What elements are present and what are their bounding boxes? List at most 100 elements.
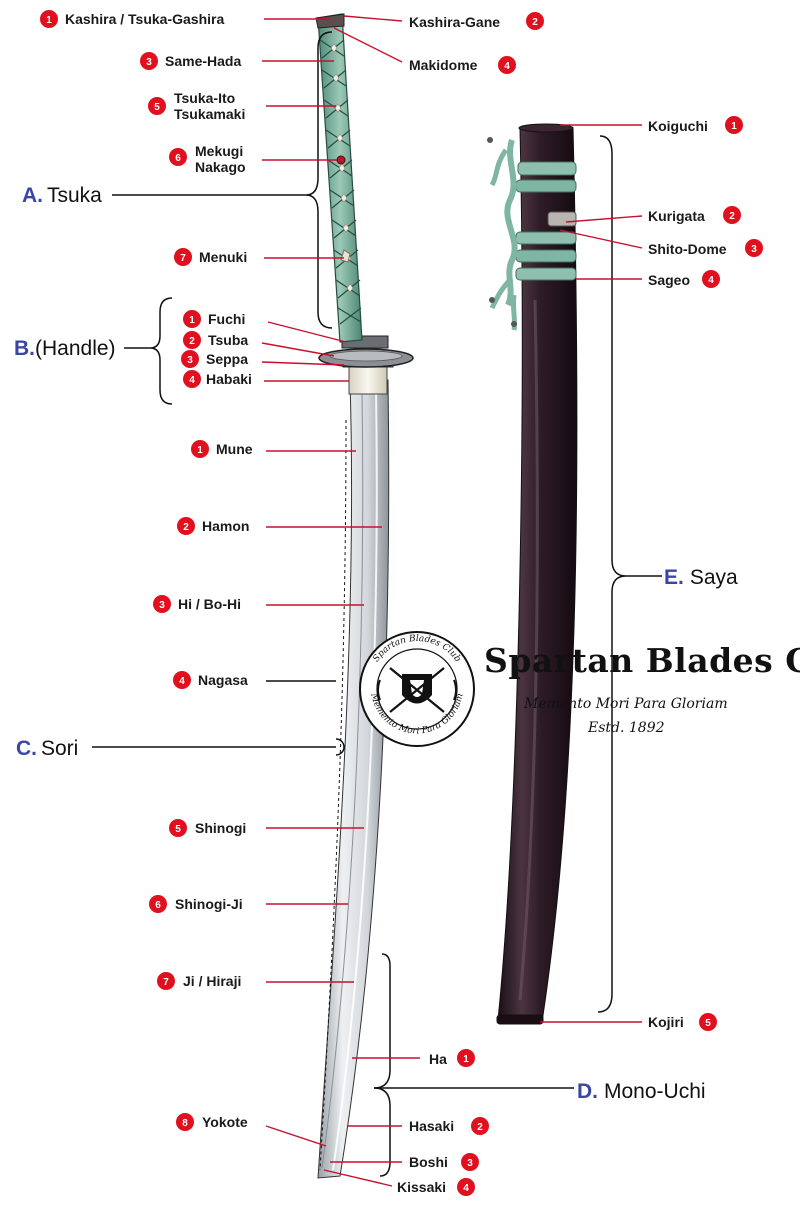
- svg-text:2: 2: [729, 211, 735, 222]
- svg-text:2: 2: [532, 17, 538, 28]
- callout-tsuka-ito: Tsuka-Ito: [174, 90, 235, 106]
- callout-ji-hiraji: Ji / Hiraji: [183, 973, 241, 989]
- callout-makidome: Makidome: [409, 57, 478, 73]
- svg-text:2: 2: [477, 1122, 483, 1133]
- section-brackets: [92, 31, 662, 1177]
- svg-text:1: 1: [189, 315, 195, 326]
- svg-text:1: 1: [731, 121, 737, 132]
- spartan-emblem: Spartan Blades Club Memento Mori Para Gl…: [359, 631, 475, 747]
- callout-hamon: Hamon: [202, 518, 249, 534]
- callout-nakago: Nakago: [195, 159, 246, 175]
- callout-same-hada: Same-Hada: [165, 53, 241, 69]
- callout-mekugi: Mekugi: [195, 143, 243, 159]
- callout-badge: [702, 270, 720, 288]
- svg-text:6: 6: [155, 900, 161, 911]
- svg-text:5: 5: [154, 102, 160, 113]
- blade-callouts: 1 Mune 2 Hamon 3 Hi / Bo-Hi 4 Nagasa 5 S…: [149, 440, 382, 1147]
- callout-kissaki: Kissaki: [397, 1179, 446, 1195]
- svg-text:1: 1: [46, 15, 52, 26]
- callout-badge: [176, 1113, 194, 1131]
- callout-badge: [526, 12, 544, 30]
- section-b-title: B.(Handle): [14, 337, 116, 360]
- callout-badge: [183, 370, 201, 388]
- svg-text:8: 8: [182, 1118, 188, 1129]
- sori-marker: [335, 738, 345, 756]
- section-d-title: D.Mono-Uchi: [577, 1080, 706, 1103]
- svg-text:2: 2: [189, 336, 195, 347]
- svg-text:2: 2: [183, 522, 189, 533]
- brand-watermark: Spartan Blades Club Memento Mori Para Gl…: [359, 631, 800, 747]
- svg-text:4: 4: [179, 676, 185, 687]
- katana-illustration: [315, 13, 414, 1179]
- kashira-cap: [315, 13, 345, 29]
- callout-badge: [140, 52, 158, 70]
- callout-badge: [174, 248, 192, 266]
- saya-bracket: [597, 135, 627, 1013]
- callout-nagasa: Nagasa: [198, 672, 248, 688]
- svg-text:4: 4: [463, 1183, 469, 1194]
- callout-badge: [745, 239, 763, 257]
- callout-badge: [457, 1178, 475, 1196]
- svg-text:3: 3: [146, 57, 152, 68]
- callout-mune: Mune: [216, 441, 253, 457]
- svg-text:4: 4: [189, 375, 195, 386]
- callout-badge: [148, 97, 166, 115]
- svg-text:5: 5: [175, 824, 181, 835]
- callout-kojiri: Kojiri: [648, 1014, 684, 1030]
- callout-badge: [183, 310, 201, 328]
- callout-badge: [153, 595, 171, 613]
- brand-motto: Memento Mori Para Gloriam: [523, 696, 728, 712]
- section-c-title: C.Sori: [16, 737, 78, 760]
- callout-badge: [157, 972, 175, 990]
- callout-badge: [177, 517, 195, 535]
- callout-kurigata: Kurigata: [648, 208, 705, 224]
- saya-callouts: Koiguchi 1 Kurigata 2 Shito-Dome 3 Sageo…: [540, 116, 763, 1031]
- callout-badge: [173, 671, 191, 689]
- callout-badge: [181, 350, 199, 368]
- monouchi-bracket: [373, 953, 391, 1177]
- callout-badge: [699, 1013, 717, 1031]
- saya-illustration: [487, 123, 578, 1025]
- svg-text:6: 6: [175, 153, 181, 164]
- callout-koiguchi: Koiguchi: [648, 118, 708, 134]
- sageo-cord: [487, 137, 577, 331]
- svg-text:5: 5: [705, 1018, 711, 1029]
- callout-hasaki: Hasaki: [409, 1118, 454, 1134]
- section-a-title: A.Tsuka: [22, 184, 102, 207]
- svg-text:3: 3: [751, 244, 757, 255]
- koiguchi-ring: [518, 123, 574, 133]
- callout-badge: [461, 1153, 479, 1171]
- callout-fuchi: Fuchi: [208, 311, 245, 327]
- svg-text:4: 4: [504, 61, 510, 72]
- callout-badge: [40, 10, 58, 28]
- callout-shinogi-ji: Shinogi-Ji: [175, 896, 243, 912]
- callout-shinogi: Shinogi: [195, 820, 246, 836]
- svg-text:1: 1: [197, 445, 203, 456]
- callout-kashira-gane: Kashira-Gane: [409, 14, 500, 30]
- handle-bracket: [149, 297, 173, 405]
- svg-text:1: 1: [463, 1054, 469, 1065]
- callout-habaki: Habaki: [206, 371, 252, 387]
- callout-badge: [183, 331, 201, 349]
- svg-text:3: 3: [159, 600, 165, 611]
- callout-shito-dome: Shito-Dome: [648, 241, 727, 257]
- callout-badge: [725, 116, 743, 134]
- callout-seppa: Seppa: [206, 351, 248, 367]
- callout-badge: [723, 206, 741, 224]
- callout-yokote: Yokote: [202, 1114, 248, 1130]
- sori-dashed-line: [319, 419, 347, 1171]
- menuki-ornament: [340, 249, 351, 263]
- svg-text:3: 3: [187, 355, 193, 366]
- habaki: [348, 365, 388, 395]
- callout-tsuba: Tsuba: [208, 332, 248, 348]
- tsuka-callouts: 1 Kashira / Tsuka-Gashira Kashira-Gane 2…: [40, 10, 544, 266]
- svg-text:7: 7: [163, 977, 169, 988]
- callout-badge: [471, 1117, 489, 1135]
- callout-sageo: Sageo: [648, 272, 690, 288]
- brand-name: Spartan Blades Club: [484, 641, 800, 680]
- callout-badge: [169, 148, 187, 166]
- callout-badge: [457, 1049, 475, 1067]
- section-e-title: E.Saya: [664, 566, 738, 589]
- handle-callouts: 1 Fuchi 2 Tsuba 3 Seppa 4 Habaki: [181, 310, 349, 388]
- hamon-line: [332, 389, 378, 1171]
